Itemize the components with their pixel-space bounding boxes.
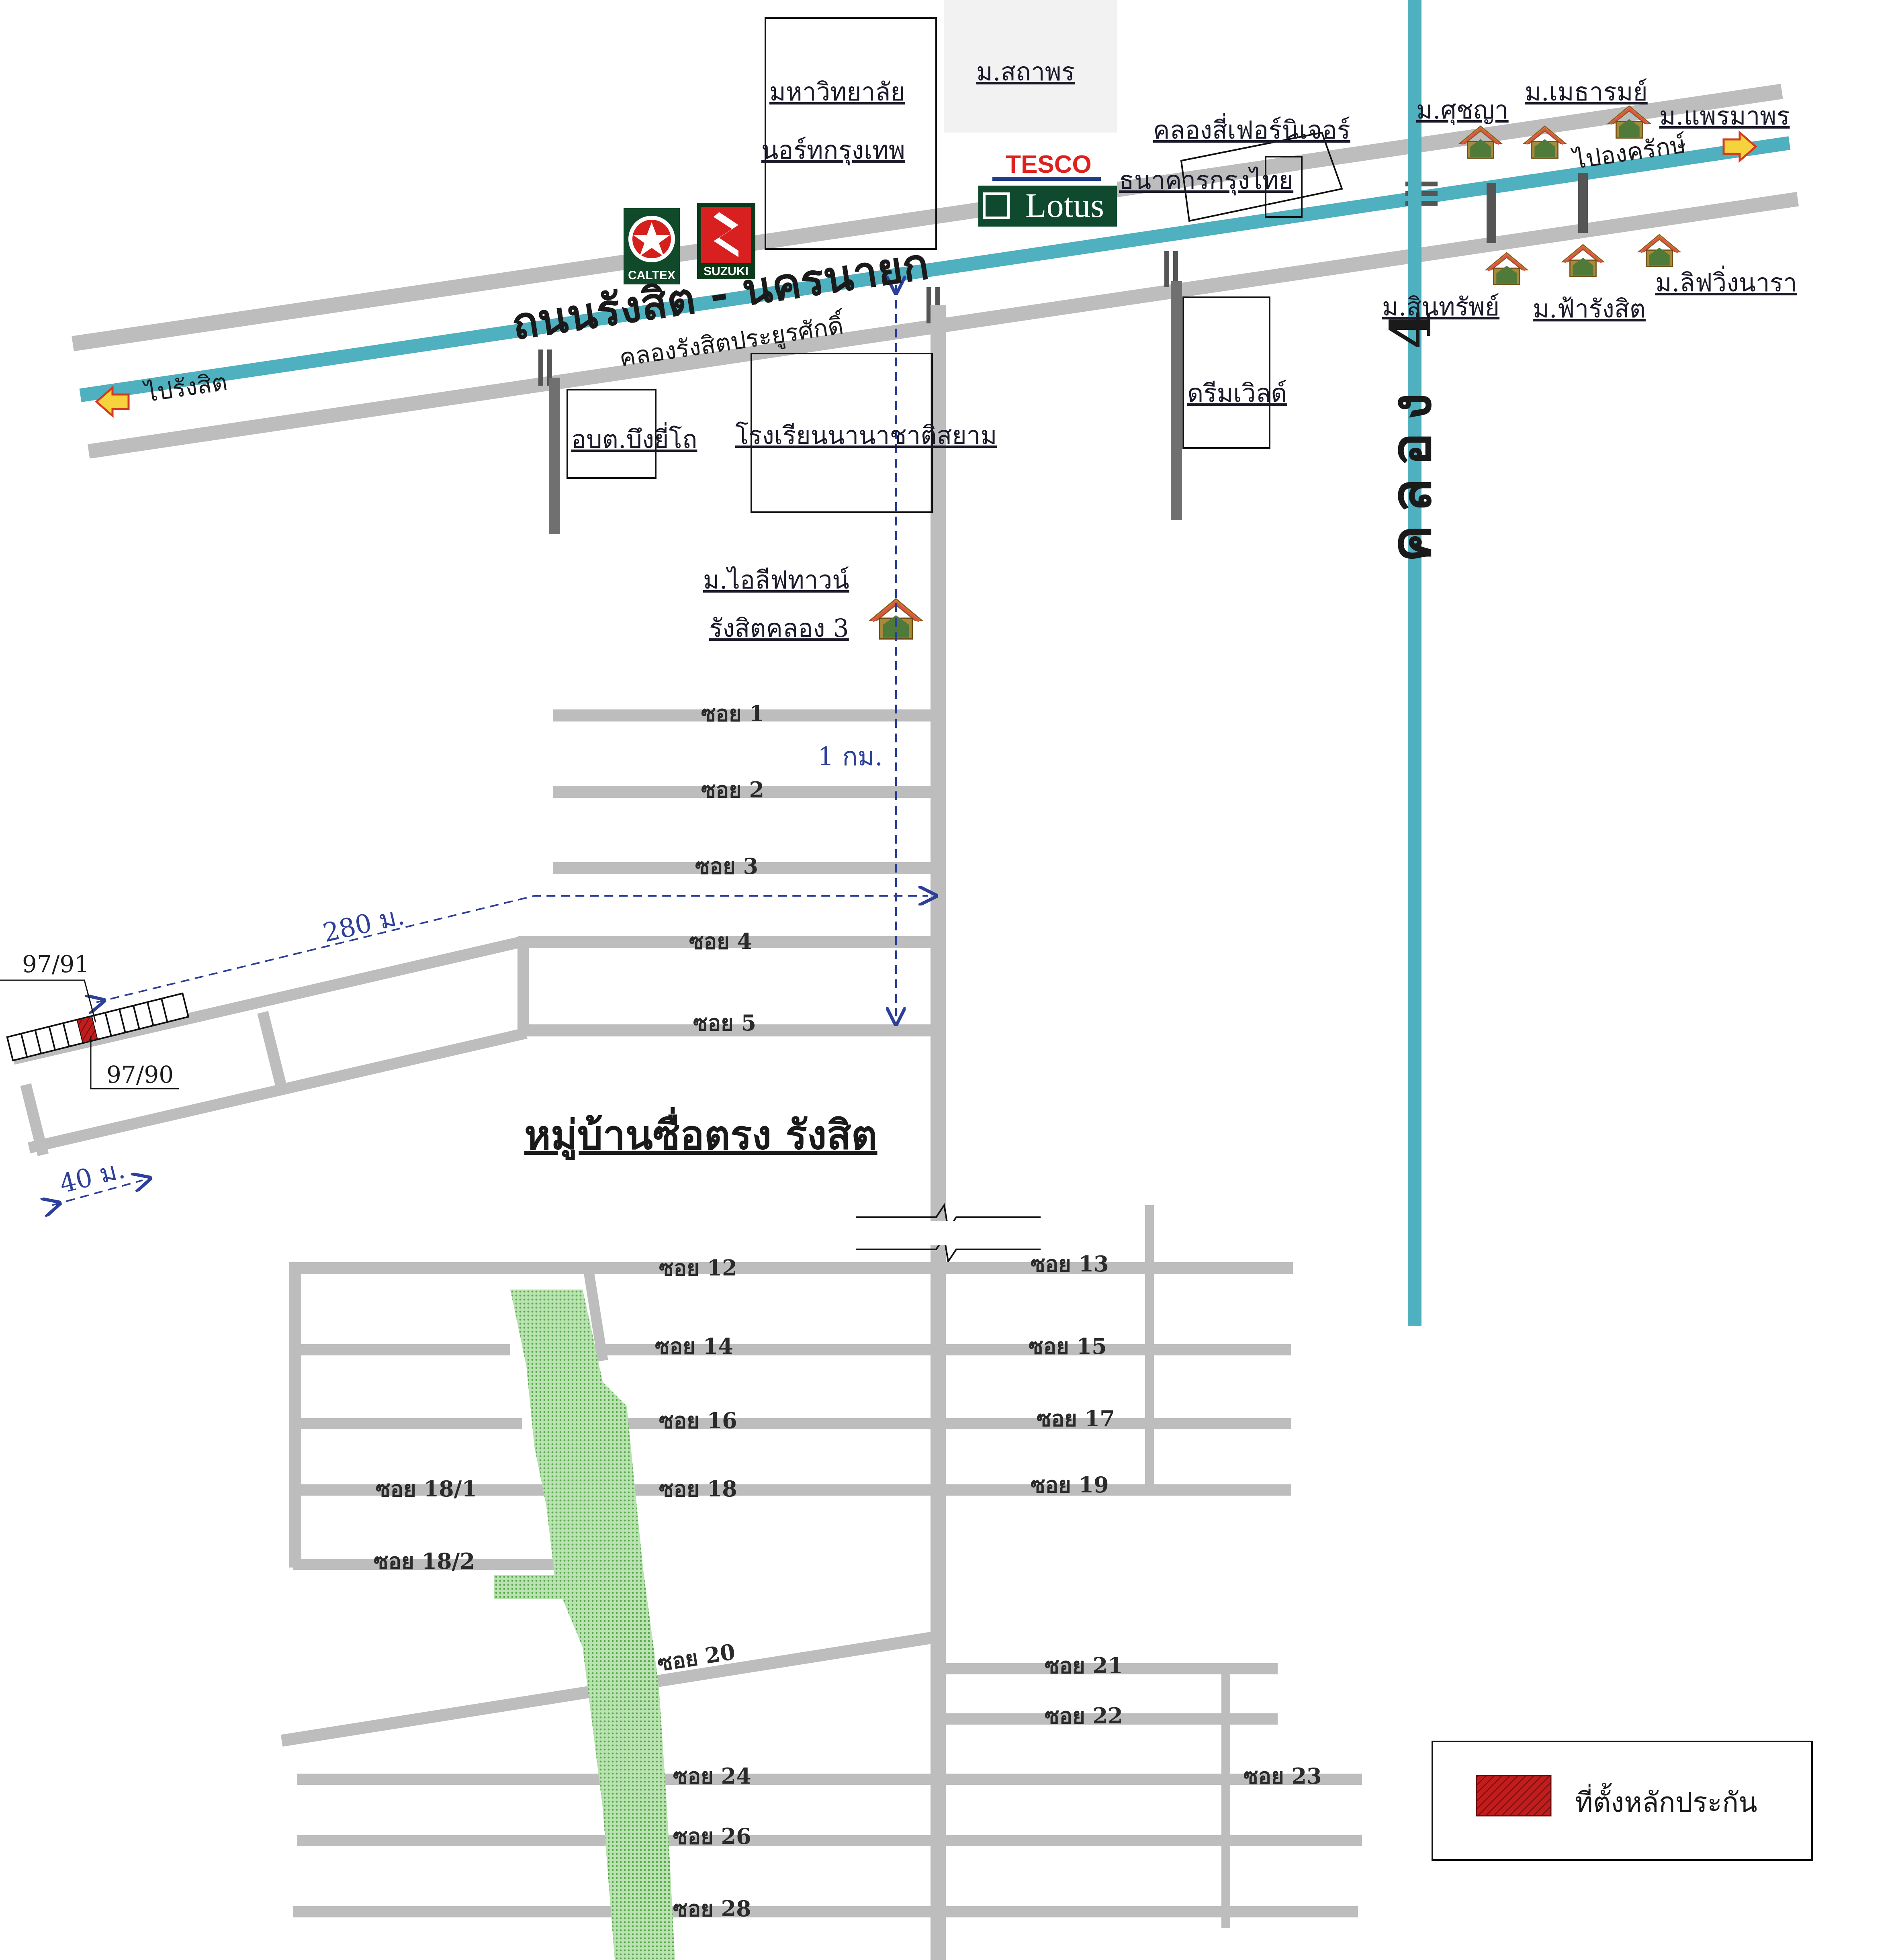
soi-1: ซอย 1 bbox=[701, 701, 764, 726]
svg-text:SUZUKI: SUZUKI bbox=[704, 265, 749, 278]
obt-label: อบต.บึงยี่โถ bbox=[571, 422, 697, 454]
soi-17: ซอย 17 bbox=[1037, 1406, 1115, 1431]
soi-26: ซอย 26 bbox=[673, 1823, 751, 1849]
plot-97-91: 97/91 bbox=[22, 950, 89, 978]
krungthai-box bbox=[1265, 156, 1303, 218]
svg-text:CALTEX: CALTEX bbox=[628, 269, 675, 282]
university-line1: มหาวิทยาลัย bbox=[769, 77, 905, 106]
collateral-plot bbox=[77, 1017, 97, 1042]
khlong4-label: คลอง 4 bbox=[1378, 298, 1444, 562]
soi-24: ซอย 24 bbox=[673, 1763, 751, 1789]
obt-box bbox=[567, 389, 657, 479]
legend: ที่ตั้งหลักประกัน bbox=[1432, 1741, 1813, 1861]
living-label: ม.ลิฟวิ่งนารา bbox=[1655, 266, 1797, 297]
house-icon-fa-rangsit bbox=[1563, 245, 1604, 277]
methanom-label: ม.เมธารมย์ bbox=[1525, 77, 1648, 106]
main-canal bbox=[79, 136, 1791, 403]
soi-2: ซอย 2 bbox=[701, 777, 764, 803]
suzuki-logo: SUZUKI bbox=[697, 203, 755, 279]
house-icon-living bbox=[1639, 235, 1680, 267]
direction-west-label: ไปรังสิต bbox=[142, 368, 229, 408]
soi-16: ซอย 16 bbox=[659, 1408, 737, 1433]
soi-22: ซอย 22 bbox=[1045, 1703, 1123, 1729]
tesco-lotus-logo: TESCO Lotus bbox=[978, 149, 1117, 227]
ilife-line1: ม.ไอลีฟทาวน์ bbox=[703, 565, 849, 595]
soi-18-2: ซอย 18/2 bbox=[374, 1548, 475, 1574]
road-obt bbox=[549, 378, 560, 534]
lotus-text: Lotus bbox=[1025, 186, 1104, 225]
soi-14: ซอย 14 bbox=[655, 1333, 733, 1359]
arrow-east-icon bbox=[1722, 130, 1757, 163]
furniture-label: คลองสี่เฟอร์นิเจอร์ bbox=[1153, 113, 1350, 145]
school-box bbox=[751, 353, 933, 513]
green-area bbox=[494, 1290, 675, 1960]
suchaya-label: ม.ศุชญา bbox=[1416, 95, 1509, 125]
distance-40m: 40 ม. bbox=[57, 1155, 128, 1200]
furniture-box bbox=[1180, 131, 1343, 222]
legend-label: ที่ตั้งหลักประกัน bbox=[1575, 1783, 1757, 1819]
khlong4-canal bbox=[1408, 0, 1421, 1326]
school-label: โรงเรียนนานาชาติสยาม bbox=[735, 421, 997, 450]
soi-21: ซอย 21 bbox=[1045, 1653, 1123, 1678]
university-line2: นอร์ทกรุงเทพ bbox=[761, 135, 905, 165]
soi-23: ซอย 23 bbox=[1243, 1763, 1322, 1789]
distance-lines bbox=[52, 285, 928, 1205]
krungthai-label: ธนาคารกรุงไทย bbox=[1119, 166, 1293, 195]
plot-leaders bbox=[0, 979, 179, 1089]
village-title: หมู่บ้านซื่อตรง รังสิต bbox=[524, 1107, 877, 1160]
soi-28: ซอย 28 bbox=[673, 1896, 751, 1921]
soi-13: ซอย 13 bbox=[1031, 1251, 1109, 1277]
house-icon-sinsap bbox=[1486, 253, 1528, 285]
sinsap-label: ม.สินทรัพย์ bbox=[1382, 292, 1499, 321]
soi-18-1: ซอย 18/1 bbox=[376, 1476, 477, 1502]
plot-97-90: 97/90 bbox=[106, 1061, 174, 1088]
caltex-logo: CALTEX bbox=[624, 208, 680, 284]
sathaporn-label: ม.สถาพร bbox=[976, 57, 1075, 86]
bg-block bbox=[944, 0, 1117, 133]
soi-15: ซอย 15 bbox=[1029, 1333, 1107, 1359]
arrow-west-icon bbox=[95, 385, 130, 418]
dreamworld-box bbox=[1182, 296, 1270, 449]
distance-280m: 280 ม. bbox=[320, 901, 407, 948]
phraemaphorn-label: ม.แพรมาพร bbox=[1659, 101, 1790, 131]
road-dreamworld bbox=[1171, 281, 1182, 520]
legend-swatch bbox=[1476, 1775, 1552, 1817]
tesco-text: TESCO bbox=[1006, 151, 1092, 178]
main-village-road bbox=[931, 305, 946, 1960]
main-road-upper bbox=[72, 84, 1783, 352]
soi-3: ซอย 3 bbox=[695, 853, 758, 879]
distance-1km: 1 กม. bbox=[818, 742, 883, 772]
road-break-symbol bbox=[856, 1203, 1041, 1264]
university-box bbox=[765, 17, 937, 250]
soi-12: ซอย 12 bbox=[659, 1255, 737, 1281]
dreamworld-label: ดรีมเวิลด์ bbox=[1187, 378, 1287, 408]
soi-18: ซอย 18 bbox=[659, 1476, 737, 1502]
fa-rangsit-label: ม.ฟ้ารังสิต bbox=[1533, 294, 1646, 323]
soi-5: ซอย 5 bbox=[693, 1010, 756, 1036]
soi-19: ซอย 19 bbox=[1031, 1472, 1109, 1498]
soi-4: ซอย 4 bbox=[689, 928, 752, 954]
ilife-line2: รังสิตคลอง 3 bbox=[709, 613, 849, 643]
